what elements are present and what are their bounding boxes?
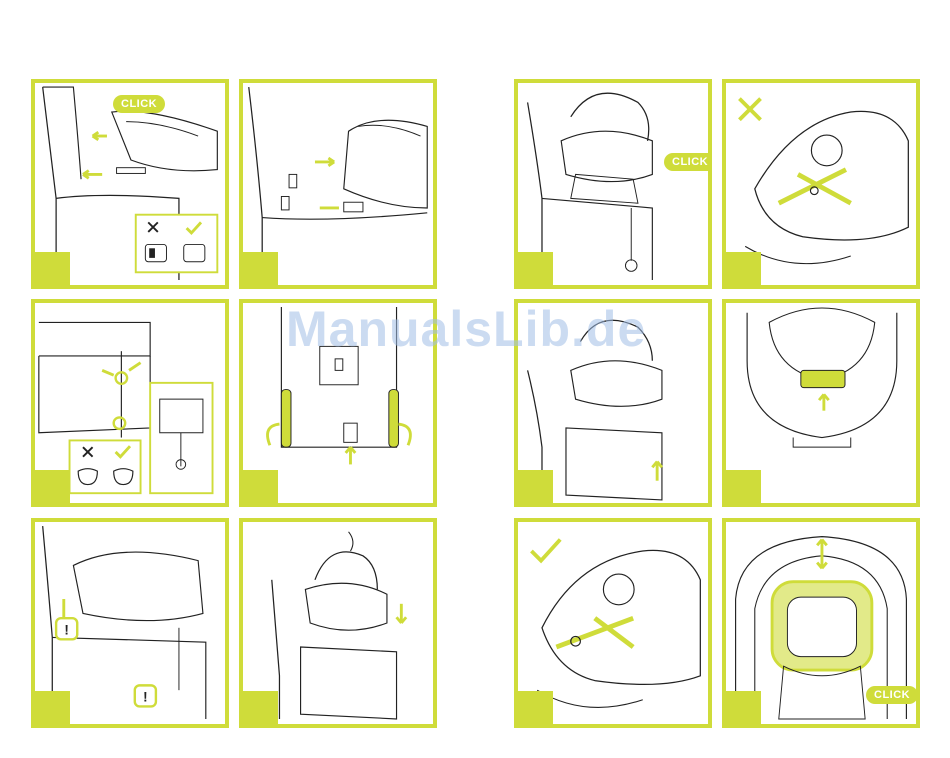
step-panel-2: [239, 79, 437, 289]
step-panel-7: CLICK: [514, 79, 712, 289]
cross-icon: [739, 99, 760, 120]
step-corner-marker: [242, 470, 278, 504]
step-panel-3: [31, 299, 229, 507]
step-corner-marker: [725, 470, 761, 504]
step-corner-marker: [517, 470, 553, 504]
step-corner-marker: [34, 691, 70, 725]
click-badge: CLICK: [664, 153, 712, 171]
step-corner-marker: [242, 691, 278, 725]
step-corner-marker: [34, 252, 70, 286]
step-panel-4: [239, 299, 437, 507]
check-icon: [531, 540, 560, 561]
svg-text:!: !: [143, 690, 147, 705]
step-panel-9: [514, 299, 712, 507]
step-panel-6: [239, 518, 437, 728]
warning-icon: !: [56, 618, 77, 639]
step-panel-8: [722, 79, 920, 289]
step-corner-marker: [517, 252, 553, 286]
step-corner-marker: [725, 252, 761, 286]
step-corner-marker: [517, 691, 553, 725]
step-corner-marker: [34, 470, 70, 504]
step-panel-10: [722, 299, 920, 507]
step-corner-marker: [725, 691, 761, 725]
svg-text:!: !: [64, 623, 68, 638]
step-panel-12: CLICK: [722, 518, 920, 728]
step-panel-1: CLICK: [31, 79, 229, 289]
warning-icon: !: [135, 685, 156, 706]
click-badge: CLICK: [113, 95, 165, 113]
step-panel-5: ! !: [31, 518, 229, 728]
step-panel-11: [514, 518, 712, 728]
step-corner-marker: [242, 252, 278, 286]
click-badge: CLICK: [866, 686, 918, 704]
